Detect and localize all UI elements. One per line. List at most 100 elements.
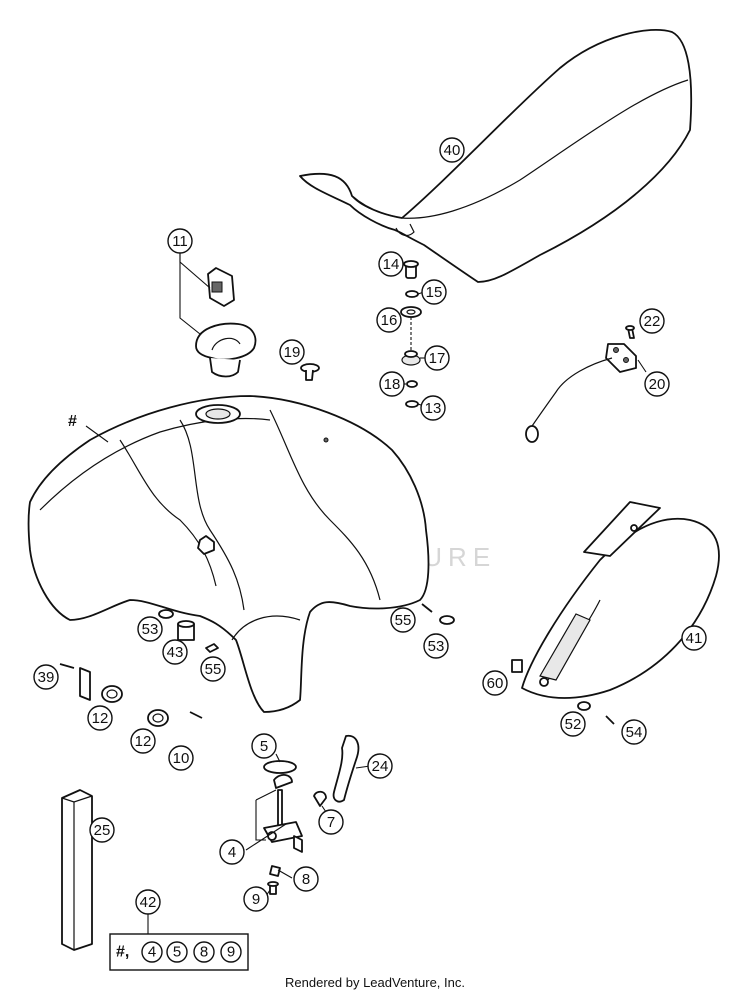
callout-circle <box>200 656 226 682</box>
callout-circle <box>560 711 586 737</box>
callout-4: 4 <box>219 839 245 865</box>
callout-circle <box>681 625 707 651</box>
cap-leader <box>179 252 211 335</box>
callout-label: 20 <box>649 376 666 393</box>
callout-60: 60 <box>482 670 508 696</box>
callout-label: 13 <box>425 400 442 417</box>
callout-53: 53 <box>423 633 449 659</box>
callout-12: 12 <box>87 705 113 731</box>
tank-hash-label: # <box>68 413 77 430</box>
kit-item-8-circle <box>193 941 215 963</box>
callout-label: 41 <box>686 630 703 647</box>
callout-circle <box>89 817 115 843</box>
callout-label: 9 <box>252 891 260 908</box>
callout-54: 54 <box>621 719 647 745</box>
callout-12: 12 <box>130 728 156 754</box>
callout-circle <box>219 839 245 865</box>
kit-box: #, 4 5 8 9 <box>109 914 249 971</box>
callout-label: 15 <box>426 284 443 301</box>
kit-item-9: 9 <box>227 944 235 961</box>
callout-13: 13 <box>420 395 446 421</box>
kit-item-9-circle <box>220 941 242 963</box>
callout-22: 22 <box>639 308 665 334</box>
callout-25: 25 <box>89 817 115 843</box>
callout-label: 7 <box>327 814 335 831</box>
callout-label: 25 <box>94 822 111 839</box>
callout-label: 24 <box>372 758 389 775</box>
callout-circle <box>243 886 269 912</box>
callout-circle <box>482 670 508 696</box>
callout-11: 11 <box>167 228 193 254</box>
callout-label: 60 <box>487 675 504 692</box>
callout-circle <box>33 664 59 690</box>
callout-label: 54 <box>626 724 643 741</box>
callout-label: 39 <box>38 669 55 686</box>
grommets <box>59 603 615 727</box>
callout-5: 5 <box>251 733 277 759</box>
callout-circle <box>135 889 161 915</box>
kit-item-5: 5 <box>173 944 181 961</box>
callout-43: 43 <box>162 639 188 665</box>
push-clip <box>300 363 320 381</box>
callout-24: 24 <box>367 753 393 779</box>
kit-item-8: 8 <box>200 944 208 961</box>
stop-switch <box>525 325 637 443</box>
callout-label: 14 <box>383 256 400 273</box>
callout-circle <box>423 633 449 659</box>
callout-label: 12 <box>92 710 109 727</box>
callout-label: 53 <box>428 638 445 655</box>
callout-circle <box>379 371 405 397</box>
callout-circle <box>251 733 277 759</box>
callout-label: 10 <box>173 750 190 767</box>
callout-circle <box>137 616 163 642</box>
callout-label: 19 <box>284 344 301 361</box>
callout-label: 8 <box>302 871 310 888</box>
callout-circle <box>621 719 647 745</box>
callout-41: 41 <box>681 625 707 651</box>
callout-circle <box>424 345 450 371</box>
seat <box>299 29 693 283</box>
callout-label: 55 <box>395 612 412 629</box>
callout-8: 8 <box>293 866 319 892</box>
callout-label: 53 <box>142 621 159 638</box>
kit-box-prefix: #, <box>116 944 129 961</box>
callout-15: 15 <box>421 279 447 305</box>
callout-7: 7 <box>318 809 344 835</box>
callout-circle <box>378 251 404 277</box>
callout-label: 42 <box>140 894 157 911</box>
kit-item-4: 4 <box>148 944 156 961</box>
callout-circle <box>420 395 446 421</box>
callout-52: 52 <box>560 711 586 737</box>
callout-55: 55 <box>200 656 226 682</box>
callout-40: 40 <box>439 137 465 163</box>
callout-9: 9 <box>243 886 269 912</box>
callout-circle <box>318 809 344 835</box>
callout-circle <box>168 745 194 771</box>
callout-39: 39 <box>33 664 59 690</box>
callout-label: 5 <box>260 738 268 755</box>
callout-circle <box>644 371 670 397</box>
callout-circle <box>130 728 156 754</box>
callout-55: 55 <box>390 607 416 633</box>
callout-10: 10 <box>168 745 194 771</box>
callout-label: 12 <box>135 733 152 750</box>
callout-label: 16 <box>381 312 398 329</box>
callout-circle <box>167 228 193 254</box>
callout-circle <box>421 279 447 305</box>
callout-circle <box>439 137 465 163</box>
callout-circle <box>639 308 665 334</box>
callout-label: 52 <box>565 716 582 733</box>
callout-circle <box>367 753 393 779</box>
callout-20: 20 <box>644 371 670 397</box>
side-cover <box>521 501 720 699</box>
callout-19: 19 <box>279 339 305 365</box>
tank-cap <box>195 267 257 378</box>
callout-label: 22 <box>644 313 661 330</box>
kit-item-5-circle <box>166 941 188 963</box>
callout-circle <box>293 866 319 892</box>
callout-18: 18 <box>379 371 405 397</box>
callout-circle <box>279 339 305 365</box>
fuel-tap <box>255 734 360 895</box>
